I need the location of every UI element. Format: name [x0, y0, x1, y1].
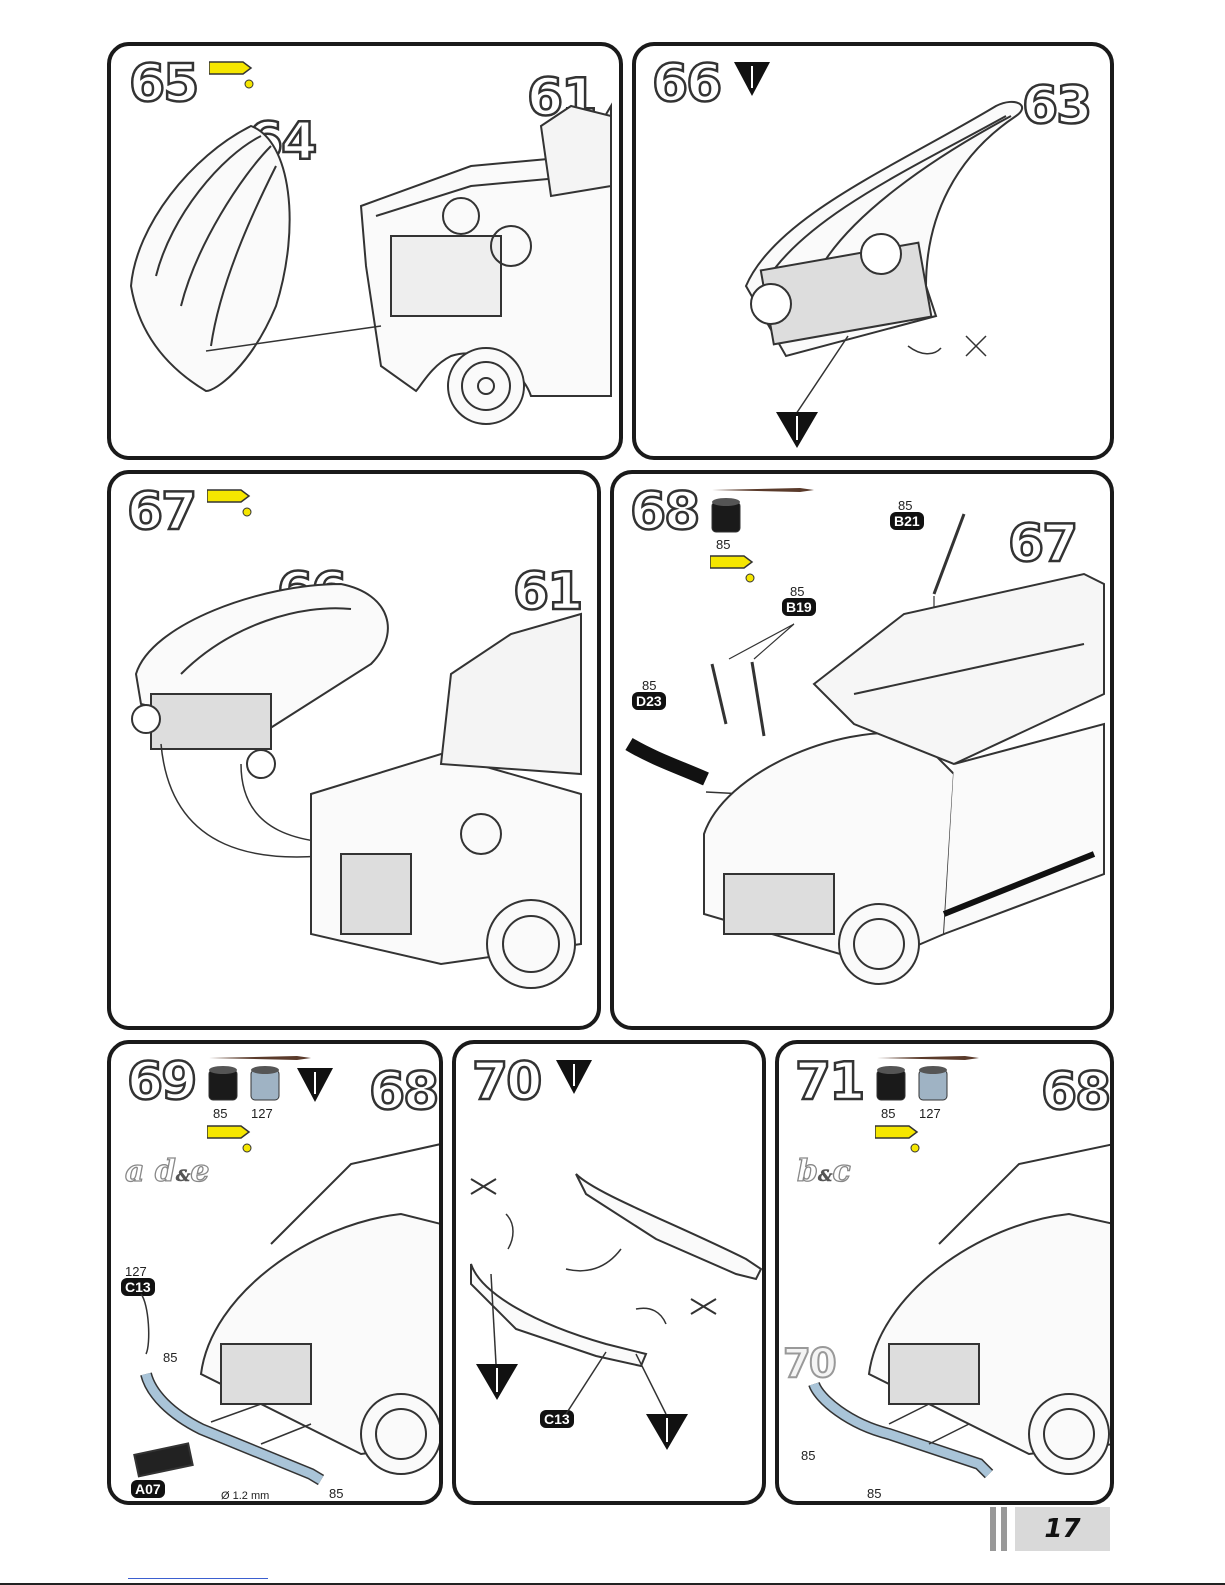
footer-bar: [990, 1507, 996, 1551]
remove-part-icon: [471, 1179, 496, 1194]
step-67-panel: 67 66 61: [107, 470, 601, 1030]
front-bumper-fit-illustration: [779, 1044, 1114, 1505]
hood-install-illustration: [111, 474, 601, 1030]
step-69-panel: 69 85 127 68 a d&e 127 C13 A07 85 85 Ø 1…: [107, 1040, 443, 1505]
wipers-antenna-illustration: [614, 474, 1114, 1030]
step-65-panel: 65 64 61: [107, 42, 623, 460]
bumper-parts-illustration: [456, 1044, 766, 1505]
hood-grille-illustration: [636, 46, 1114, 460]
link-underline: [128, 1578, 268, 1579]
hood-attach-illustration: [111, 46, 623, 460]
front-bumper-illustration: [111, 1044, 443, 1505]
step-68-panel: 68 85 67 85 B21 85 B19 85 D23: [610, 470, 1114, 1030]
step-66-panel: 66 63: [632, 42, 1114, 460]
remove-part-icon: [691, 1299, 716, 1314]
step-70-panel: 70 C13: [452, 1040, 766, 1505]
step-71-panel: 71 85 127 68 b&c 70 85 85: [775, 1040, 1114, 1505]
footer-bar: [1001, 1507, 1007, 1551]
page-number: 17: [1015, 1507, 1110, 1551]
